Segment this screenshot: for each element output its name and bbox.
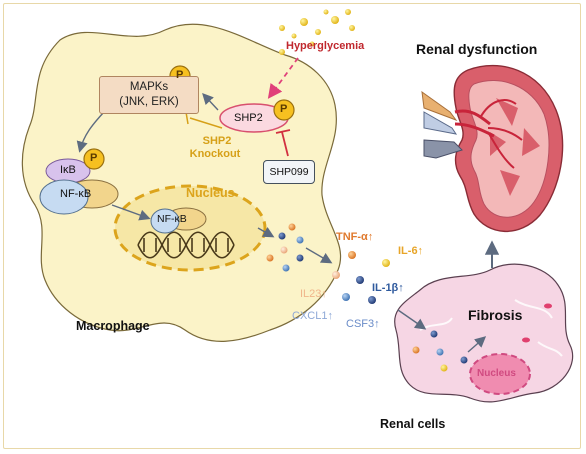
glucose-particles	[279, 9, 355, 55]
cytokine-cxcl1: CXCL1↑	[292, 310, 333, 322]
phospho-label-shp2: P	[280, 103, 288, 115]
mapks-label: MAPKs	[129, 81, 169, 93]
fibrosis-marks	[522, 303, 552, 343]
shp2-knockout-line2: Knockout	[189, 148, 241, 160]
phospho-label-mapk: P	[176, 69, 184, 81]
nfkb-shape-blue	[39, 179, 89, 215]
shp099-inhibition	[275, 129, 291, 157]
secretion-arrow	[305, 247, 333, 264]
macrophage-nucleus-label: Nucleus	[186, 186, 235, 200]
mapks-sub-label: (JNK, ERK)	[119, 96, 179, 108]
shp2-knockout-line1: SHP2	[202, 135, 232, 147]
cytokine-csf3: CSF3↑	[346, 318, 380, 330]
hyperglycemia-arrow	[267, 57, 299, 99]
renal-nucleus	[469, 353, 531, 395]
figure-border	[3, 3, 581, 449]
signaling-arrows	[76, 92, 275, 238]
dna-helix	[137, 231, 235, 259]
fibrosis-label: Fibrosis	[468, 307, 523, 323]
cytokine-il1b: IL-1β↑	[372, 282, 404, 294]
cytokine-particles-renal	[412, 330, 468, 372]
renal-dysfunction-title: Renal dysfunction	[416, 41, 538, 57]
cytokine-tnf: TNF-α↑	[336, 231, 374, 243]
kidney-illustration	[421, 64, 564, 233]
hyperglycemia-label: Hyperglycemia	[286, 40, 365, 52]
macrophage-label: Macrophage	[76, 319, 150, 333]
shp099-box: SHP099	[263, 160, 315, 184]
mapks-box: MAPKs (JNK, ERK)	[99, 76, 199, 114]
renal-cells-label: Renal cells	[380, 417, 446, 431]
nfkb-label: NF-κB	[60, 188, 92, 200]
entry-arrow	[397, 309, 427, 330]
shp2-knockout-label: SHP2 Knockout	[190, 135, 242, 160]
nfkb-nucleus-label: NF-κB	[157, 213, 187, 225]
shp2-label: SHP2	[234, 112, 263, 124]
phospho-label-ikb: P	[90, 152, 98, 164]
knockout-inhibition	[185, 111, 223, 129]
nfkb-nucleus-shape-b	[150, 208, 180, 234]
cytokine-particles-released	[332, 251, 390, 304]
cytokine-il23: IL23↑	[300, 288, 327, 300]
fibrosis-arrow	[467, 336, 487, 353]
cytokine-particles-macrophage	[266, 223, 304, 272]
ikb-label: IκB	[60, 164, 76, 176]
cytokine-il6: IL-6↑	[398, 245, 424, 257]
renal-nucleus-label: Nucleus	[477, 368, 516, 379]
